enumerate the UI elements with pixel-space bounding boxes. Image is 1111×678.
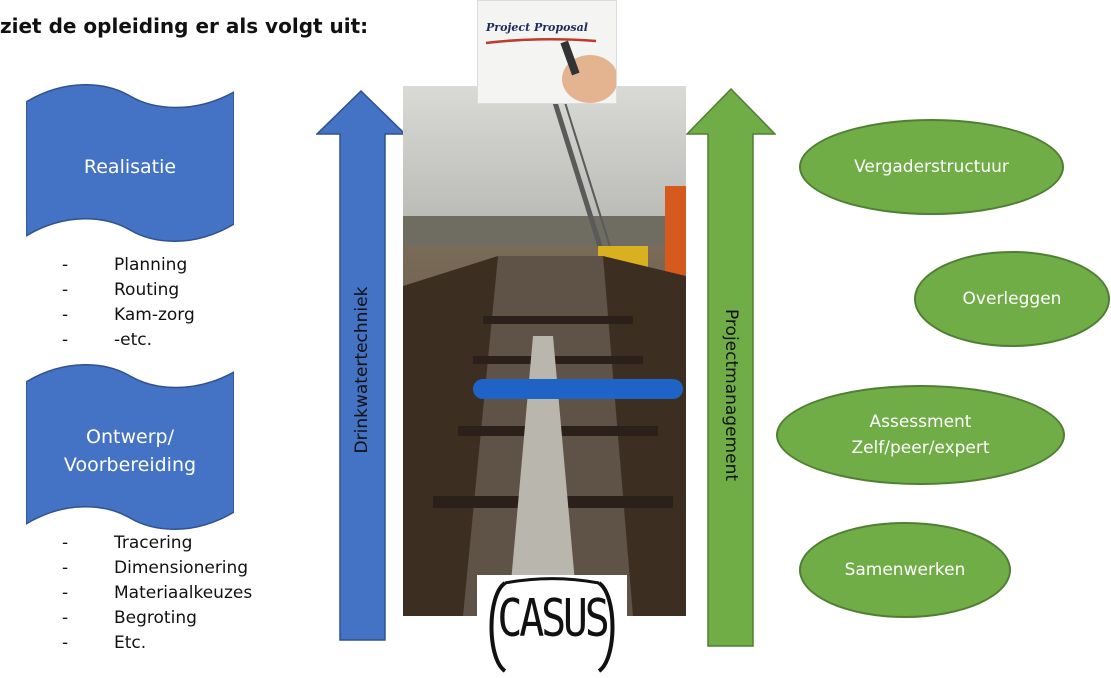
list-item: -Kam-zorg (62, 305, 195, 325)
ellipse-label-line1: Assessment (869, 412, 972, 432)
list-item: -Dimensionering (62, 558, 249, 578)
list-item: -Begroting (62, 608, 197, 628)
realisatie-list: -Planning -Routing -Kam-zorg --etc. (60, 253, 195, 353)
ontwerp-label-line1: Ontwerp/ (86, 426, 174, 448)
ellipse-overleggen: Overleggen (914, 251, 1110, 347)
drinkwatertechniek-label: Drinkwatertechniek (352, 286, 372, 454)
ellipse-label: Samenwerken (844, 560, 966, 580)
list-item: -Etc. (62, 633, 147, 653)
projectmanagement-label: Projectmanagement (721, 308, 741, 482)
ontwerp-label-line2: Voorbereiding (63, 454, 197, 476)
realisatie-label: Realisatie (83, 156, 177, 178)
casus-logo-text: CASUS (497, 589, 609, 649)
ellipse-samenwerken: Samenwerken (799, 522, 1011, 618)
ontwerp-list: -Tracering -Dimensionering -Materiaalkeu… (60, 531, 252, 656)
ellipse-label: Overleggen (962, 289, 1062, 309)
ellipse-label-line2: Zelf/peer/expert (851, 438, 990, 458)
list-item: -Tracering (62, 533, 193, 553)
list-item: -Routing (62, 280, 180, 300)
projectmanagement-arrow (686, 88, 776, 647)
banner-shape-icon (26, 364, 234, 530)
drinkwatertechniek-arrow (316, 90, 406, 641)
banner-shape-icon (26, 84, 234, 242)
ellipse-label: Vergaderstructuur (854, 157, 1009, 177)
list-item: -Materiaalkeuzes (62, 583, 253, 603)
list-item: -Planning (62, 255, 188, 275)
realisatie-banner: Realisatie (26, 84, 234, 244)
ontwerp-banner: Ontwerp/ Voorbereiding (26, 364, 234, 532)
ellipse-vergaderstructuur: Vergaderstructuur (799, 119, 1064, 215)
slide-heading: ziet de opleiding er als volgt uit: (0, 14, 369, 38)
construction-site-photo (403, 86, 686, 616)
project-proposal-image: Project Proposal (477, 0, 617, 104)
casus-logo: CASUS (477, 575, 627, 678)
ellipse-assessment: Assessment Zelf/peer/expert (776, 385, 1065, 485)
project-proposal-text: Project Proposal (486, 21, 588, 34)
list-item: --etc. (62, 330, 153, 350)
